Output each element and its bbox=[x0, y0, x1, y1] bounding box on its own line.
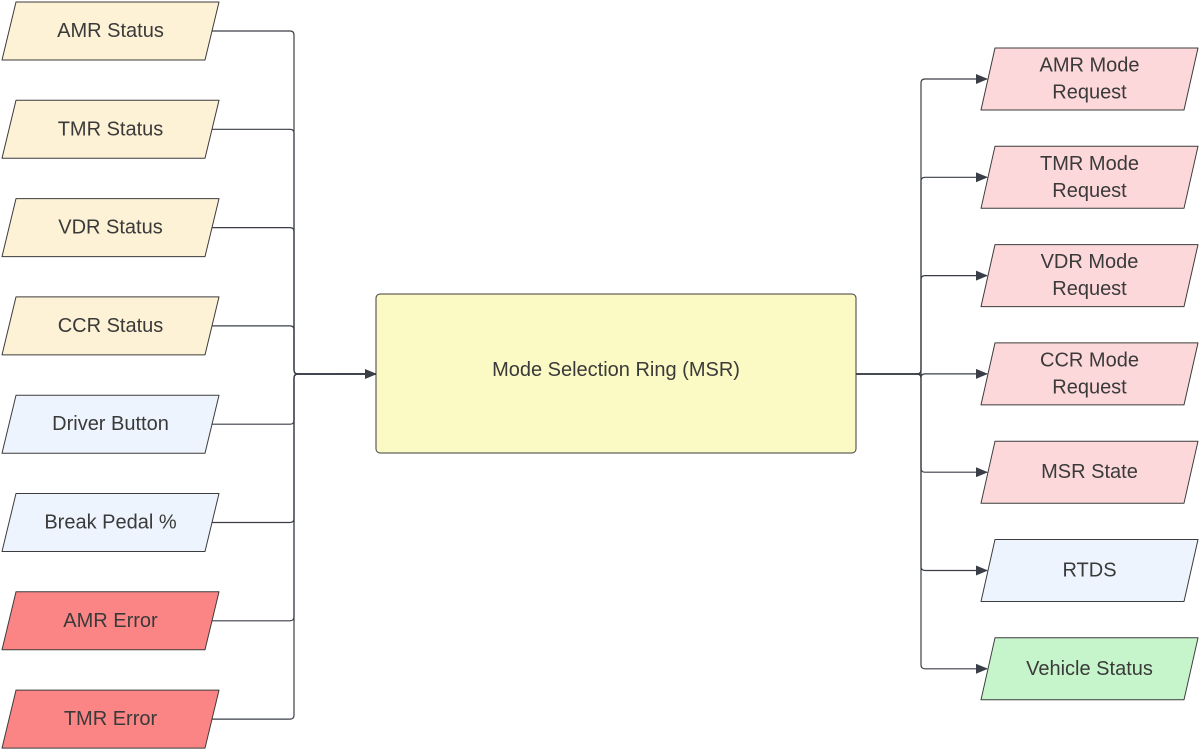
input-node-shape bbox=[1, 689, 220, 749]
input-node-shape bbox=[1, 1, 220, 61]
output-node-label: VDR Mode bbox=[1041, 251, 1139, 273]
input-node-tmr-error[interactable]: TMR Error bbox=[1, 689, 220, 749]
input-node-vdr-status[interactable]: VDR Status bbox=[1, 198, 220, 258]
center-node-label: Mode Selection Ring (MSR) bbox=[492, 359, 740, 381]
output-node-rtds[interactable]: RTDS bbox=[980, 539, 1199, 602]
output-node-label: Request bbox=[1052, 376, 1127, 398]
output-node-label: Request bbox=[1052, 180, 1127, 202]
input-connector bbox=[208, 128, 376, 375]
output-node-shape bbox=[980, 440, 1199, 504]
input-node-shape bbox=[1, 296, 220, 356]
input-node-label: Driver Button bbox=[52, 413, 169, 435]
input-connector bbox=[208, 373, 376, 425]
output-node-label: MSR State bbox=[1041, 461, 1138, 483]
input-node-shape bbox=[1, 99, 220, 159]
input-connector bbox=[208, 325, 376, 375]
input-node-break-pedal[interactable]: Break Pedal % bbox=[1, 493, 220, 552]
output-node-shape bbox=[980, 47, 1199, 111]
input-node-shape bbox=[1, 394, 220, 454]
input-node-amr-error[interactable]: AMR Error bbox=[1, 591, 220, 651]
input-node-label: Break Pedal % bbox=[44, 512, 177, 534]
output-node-shape bbox=[980, 145, 1199, 209]
input-connector bbox=[208, 373, 376, 720]
input-connector bbox=[208, 373, 376, 622]
input-node-label: VDR Status bbox=[58, 217, 162, 239]
output-node-label: Request bbox=[1052, 82, 1127, 104]
output-node-label: Vehicle Status bbox=[1026, 658, 1153, 680]
input-node-label: TMR Error bbox=[64, 708, 158, 730]
input-node-amr-status[interactable]: AMR Status bbox=[1, 1, 220, 61]
input-node-shape bbox=[1, 493, 220, 552]
input-node-label: TMR Status bbox=[58, 118, 164, 140]
output-node-msr-state[interactable]: MSR State bbox=[980, 440, 1199, 504]
connector-lines bbox=[208, 30, 988, 720]
output-node-label: Request bbox=[1052, 278, 1127, 300]
output-connector bbox=[856, 373, 988, 674]
output-node-shape bbox=[980, 637, 1199, 701]
input-node-shape bbox=[1, 198, 220, 258]
output-connector bbox=[856, 270, 988, 375]
input-connector bbox=[208, 373, 376, 524]
input-node-ccr-status[interactable]: CCR Status bbox=[1, 296, 220, 356]
input-connector bbox=[208, 227, 376, 375]
output-node-shape bbox=[980, 539, 1199, 602]
output-node-shape bbox=[980, 244, 1199, 308]
input-node-label: CCR Status bbox=[58, 315, 164, 337]
output-node-label: TMR Mode bbox=[1040, 153, 1139, 175]
input-node-tmr-status[interactable]: TMR Status bbox=[1, 99, 220, 159]
output-node-vehicle-status[interactable]: Vehicle Status bbox=[980, 637, 1199, 701]
input-node-driver-button[interactable]: Driver Button bbox=[1, 394, 220, 454]
input-node-shape bbox=[1, 591, 220, 651]
output-node-label: RTDS bbox=[1062, 560, 1116, 582]
input-node-label: AMR Error bbox=[63, 610, 158, 632]
input-node-label: AMR Status bbox=[57, 20, 164, 42]
output-node-label: CCR Mode bbox=[1040, 349, 1139, 371]
output-node-shape bbox=[980, 342, 1199, 406]
output-node-label: AMR Mode bbox=[1039, 55, 1139, 77]
center-node-msr[interactable]: Mode Selection Ring (MSR) bbox=[375, 293, 857, 454]
input-connector bbox=[208, 30, 376, 375]
center-node-box bbox=[375, 293, 857, 454]
